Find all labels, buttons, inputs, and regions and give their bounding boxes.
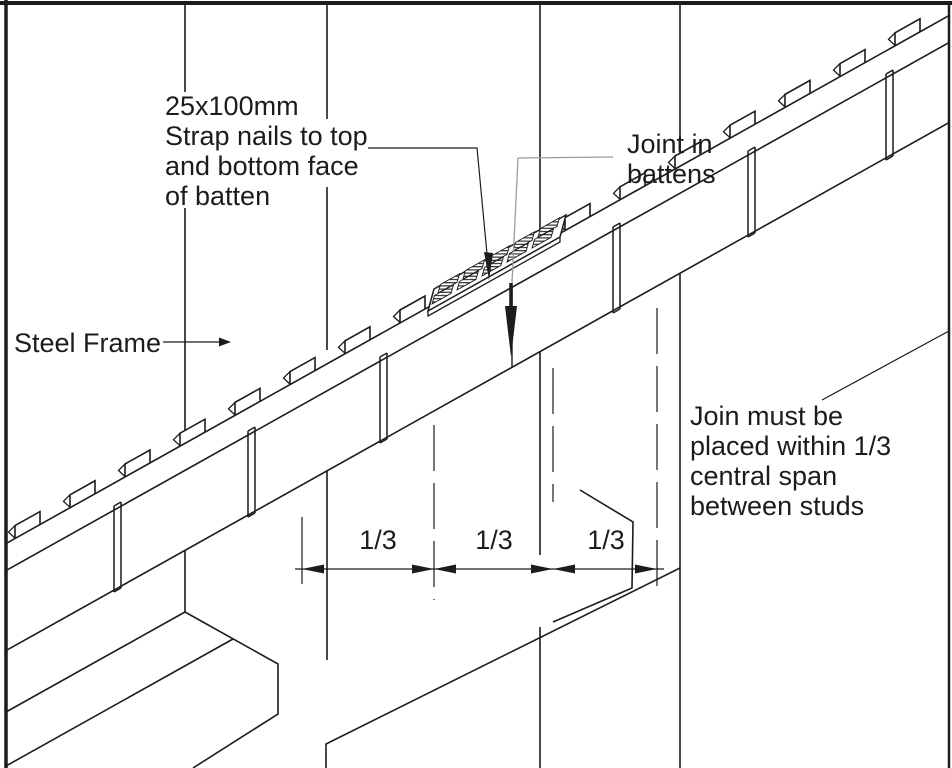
dim-label-left: 1/3: [359, 525, 397, 555]
strap-note-arrowhead-icon: [484, 252, 493, 280]
batten-joint-block: [113, 501, 122, 593]
joint-note-text: Joint in battens: [627, 129, 716, 189]
dim-arrowhead-icon: [412, 564, 434, 574]
strap-thickness-edge: [427, 237, 561, 318]
batten-joint-block: [247, 426, 256, 518]
dim-arrowhead-icon: [553, 564, 575, 574]
lower-rail-edge: [325, 567, 681, 768]
strap-cell: [462, 258, 486, 280]
strap-note-line3: and bottom face: [165, 151, 359, 181]
batten-front-top-edge: [5, 41, 950, 572]
joint-note-leader: [511, 156, 614, 284]
lower-batten-and-breaks: [5, 489, 681, 768]
member-break-point: [552, 489, 634, 623]
strap-note-text: 25x100mm Strap nails to top and bottom f…: [165, 91, 368, 211]
dim-arrowhead-icon: [531, 564, 553, 574]
annotations: 25x100mm Strap nails to top and bottom f…: [14, 91, 891, 521]
steel-studs: [184, 3, 681, 768]
joint-note-line1: Joint in: [627, 129, 713, 159]
strap-note-line4: of batten: [165, 181, 270, 211]
steel-frame-arrow-icon: [163, 337, 231, 347]
joint-location-arrow-icon: [505, 283, 517, 357]
strap-nail-plate: [426, 213, 568, 318]
batten-joint-block: [747, 146, 756, 238]
dim-label-right: 1/3: [587, 525, 625, 555]
batten-front-bottom-edge: [5, 121, 950, 652]
strap-note-line2: Strap nails to top: [165, 121, 368, 151]
main-batten: [5, 14, 950, 652]
join-note-line3: central span: [690, 461, 837, 491]
strap-cell: [437, 272, 461, 294]
batten-joints: [113, 69, 894, 593]
strap-cell: [537, 216, 561, 238]
join-note-line1: Join must be: [690, 401, 843, 431]
batten-joint-block: [379, 352, 388, 444]
break-tear-line: [184, 611, 279, 768]
steel-frame-label: Steel Frame: [14, 328, 161, 358]
batten-joint-block: [612, 222, 621, 314]
join-note-text: Join must be placed within 1/3 central s…: [690, 401, 891, 521]
join-note-line2: placed within 1/3: [690, 431, 891, 461]
dimension-system: 1/3 1/3 1/3: [295, 308, 664, 600]
joint-note-line2: battens: [627, 159, 716, 189]
dim-arrowhead-icon: [635, 564, 657, 574]
lower-batten-top-edge: [5, 611, 186, 713]
leaders-and-arrows: [163, 147, 950, 401]
batten-joint-block: [885, 69, 894, 161]
dimension-arrowheads-icon: [302, 564, 657, 574]
strap-note-leader: [368, 147, 488, 255]
join-note-leader: [821, 330, 950, 401]
strap-note-line1: 25x100mm: [165, 91, 299, 121]
strap-cell: [512, 230, 536, 252]
strap-perforation-cells: [431, 216, 561, 305]
lower-batten-bottom-edge: [5, 638, 234, 767]
join-note-line4: between studs: [690, 491, 864, 521]
dim-arrowhead-icon: [434, 564, 456, 574]
dim-label-center: 1/3: [475, 525, 513, 555]
dim-arrowhead-icon: [302, 564, 324, 574]
